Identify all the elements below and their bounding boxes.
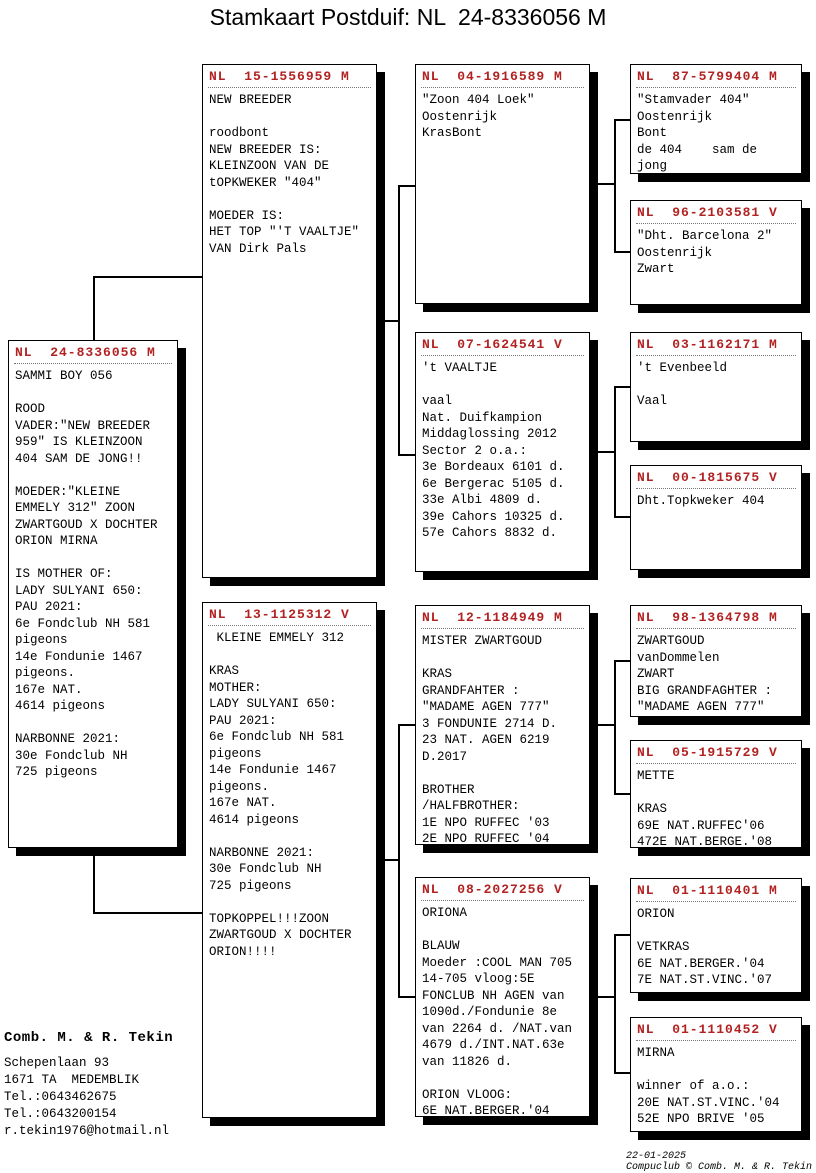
bird-details: MIRNA winner of a.o.: 20E NAT.ST.VINC.'0… bbox=[637, 1046, 780, 1126]
connector-line bbox=[614, 386, 630, 388]
breeder-contact: Comb. M. & R. Tekin Schepenlaan 93 1671 … bbox=[4, 1030, 214, 1140]
contact-address-line: 1671 TA MEDEMBLIK bbox=[4, 1073, 140, 1087]
bird-details: ORION VETKRAS 6E NAT.BERGER.'04 7E NAT.S… bbox=[637, 907, 773, 987]
ring-number: NL 01-1110452 V bbox=[636, 1021, 796, 1041]
pedigree-box-great-grandparent-8: NL 01-1110452 V MIRNA winner of a.o.: 20… bbox=[630, 1017, 802, 1132]
bird-details: Dht.Topkweker 404 bbox=[637, 494, 765, 508]
pedigree-box-great-grandparent-5: NL 98-1364798 M ZWARTGOUD vanDommelen ZW… bbox=[630, 605, 802, 717]
bird-details: 't Evenbeeld Vaal bbox=[637, 361, 728, 408]
connector-line bbox=[614, 1072, 630, 1074]
connector-line bbox=[590, 724, 615, 726]
connector-line bbox=[614, 934, 616, 1074]
bird-details: ZWARTGOUD vanDommelen ZWART BIG GRANDFAG… bbox=[637, 634, 773, 714]
pedigree-box-great-grandparent-1: NL 87-5799404 M "Stamvader 404" Oostenri… bbox=[630, 64, 802, 174]
connector-line bbox=[377, 859, 399, 861]
connector-line bbox=[590, 996, 615, 998]
pedigree-box-great-grandparent-4: NL 00-1815675 V Dht.Topkweker 404 bbox=[630, 465, 802, 570]
ring-number: NL 98-1364798 M bbox=[636, 609, 796, 629]
pedigree-box-grandfather-paternal: NL 04-1916589 M "Zoon 404 Loek" Oostenri… bbox=[415, 64, 590, 304]
ring-number: NL 04-1916589 M bbox=[421, 68, 584, 88]
page-title: Stamkaart Postduif: NL 24-8336056 M bbox=[209, 4, 607, 30]
contact-email: r.tekin1976@hotmail.nl bbox=[4, 1124, 170, 1138]
pedigree-box-grandmother-paternal: NL 07-1624541 V 't VAALTJE vaal Nat. Dui… bbox=[415, 332, 590, 572]
breeder-name: Comb. M. & R. Tekin bbox=[4, 1030, 174, 1046]
footer-date: 22-01-2025 bbox=[625, 1151, 686, 1162]
pedigree-box-subject: NL 24-8336056 M SAMMI BOY 056 ROOD VADER… bbox=[8, 340, 178, 848]
bird-details: MISTER ZWARTGOUD KRAS GRANDFAHTER : "MAD… bbox=[422, 634, 558, 845]
footer-credit: Compuclub © Comb. M. & R. Tekin bbox=[625, 1162, 812, 1173]
connector-line bbox=[614, 516, 630, 518]
ring-number: NL 24-8336056 M bbox=[14, 344, 172, 364]
connector-line bbox=[398, 185, 415, 187]
bird-details: "Zoon 404 Loek" Oostenrijk KrasBont bbox=[422, 93, 535, 140]
connector-line bbox=[614, 251, 630, 253]
connector-line bbox=[93, 912, 202, 914]
connector-line bbox=[614, 119, 630, 121]
bird-details: SAMMI BOY 056 ROOD VADER:"NEW BREEDER 95… bbox=[15, 369, 158, 779]
ring-number: NL 03-1162171 M bbox=[636, 336, 796, 356]
connector-line bbox=[614, 386, 616, 518]
pedigree-box-great-grandparent-7: NL 01-1110401 M ORION VETKRAS 6E NAT.BER… bbox=[630, 878, 802, 993]
ring-number: NL 87-5799404 M bbox=[636, 68, 796, 88]
contact-address-line: Schepenlaan 93 bbox=[4, 1056, 110, 1070]
connector-line bbox=[93, 848, 95, 914]
bird-details: 't VAALTJE vaal Nat. Duifkampion Middagl… bbox=[422, 361, 565, 540]
pedigree-box-great-grandparent-3: NL 03-1162171 M 't Evenbeeld Vaal bbox=[630, 332, 802, 442]
connector-line bbox=[398, 454, 415, 456]
contact-phone: Tel.:0643462675 bbox=[4, 1090, 117, 1104]
pedigree-box-mother: NL 13-1125312 V KLEINE EMMELY 312 KRAS M… bbox=[202, 602, 377, 1118]
connector-line bbox=[398, 724, 415, 726]
connector-line bbox=[398, 724, 400, 998]
ring-number: NL 13-1125312 V bbox=[208, 606, 371, 626]
connector-line bbox=[614, 934, 630, 936]
pedigree-box-father: NL 15-1556959 M NEW BREEDER roodbont NEW… bbox=[202, 64, 377, 578]
bird-details: ORIONA BLAUW Moeder :COOL MAN 705 14-705… bbox=[422, 906, 573, 1117]
ring-number: NL 15-1556959 M bbox=[208, 68, 371, 88]
ring-number: NL 05-1915729 V bbox=[636, 744, 796, 764]
ring-number: NL 08-2027256 V bbox=[421, 881, 584, 901]
ring-number: NL 12-1184949 M bbox=[421, 609, 584, 629]
bird-details: NEW BREEDER roodbont NEW BREEDER IS: KLE… bbox=[209, 93, 360, 256]
bird-details: "Stamvader 404" Oostenrijk Bont de 404 s… bbox=[637, 93, 758, 173]
connector-line bbox=[590, 451, 615, 453]
bird-details: "Dht. Barcelona 2" Oostenrijk Zwart bbox=[637, 229, 773, 276]
connector-line bbox=[590, 183, 615, 185]
connector-line bbox=[614, 793, 630, 795]
footer: 22-01-2025 Compuclub © Comb. M. & R. Tek… bbox=[602, 1140, 812, 1173]
connector-line bbox=[398, 185, 400, 456]
ring-number: NL 96-2103581 V bbox=[636, 204, 796, 224]
contact-phone: Tel.:0643200154 bbox=[4, 1107, 117, 1121]
bird-details: METTE KRAS 69E NAT.RUFFEC'06 472E NAT.BE… bbox=[637, 769, 773, 848]
bird-details: KLEINE EMMELY 312 KRAS MOTHER: LADY SULY… bbox=[209, 631, 352, 959]
connector-line bbox=[93, 276, 202, 278]
ring-number: NL 00-1815675 V bbox=[636, 469, 796, 489]
connector-line bbox=[377, 320, 399, 322]
pedigree-box-grandfather-maternal: NL 12-1184949 M MISTER ZWARTGOUD KRAS GR… bbox=[415, 605, 590, 845]
connector-line bbox=[614, 660, 630, 662]
connector-line bbox=[93, 276, 95, 340]
pedigree-box-great-grandparent-2: NL 96-2103581 V "Dht. Barcelona 2" Ooste… bbox=[630, 200, 802, 305]
connector-line bbox=[614, 119, 616, 253]
connector-line bbox=[398, 996, 415, 998]
connector-line bbox=[614, 660, 616, 795]
ring-number: NL 07-1624541 V bbox=[421, 336, 584, 356]
pedigree-box-great-grandparent-6: NL 05-1915729 V METTE KRAS 69E NAT.RUFFE… bbox=[630, 740, 802, 848]
ring-number: NL 01-1110401 M bbox=[636, 882, 796, 902]
pedigree-box-grandmother-maternal: NL 08-2027256 V ORIONA BLAUW Moeder :COO… bbox=[415, 877, 590, 1117]
